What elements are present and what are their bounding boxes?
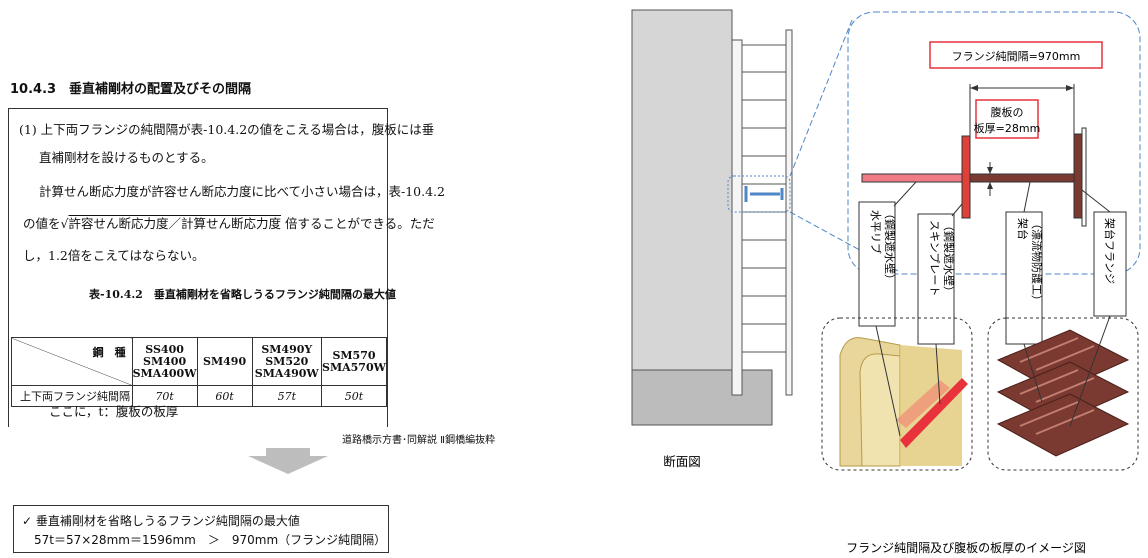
result-line-2: 57t＝57×28mm＝1596mm ＞ 970mm（フランジ純間隔） [34, 533, 387, 547]
inset-orange-rib [896, 380, 950, 428]
flange-spacing-label: フランジ純間隔=970mm [952, 50, 1081, 63]
rib-lines [742, 44, 790, 353]
result-line-1: ✓ 垂直補剛材を省略しうるフランジ純間隔の最大値 [22, 514, 300, 528]
leader-frame-inset [1023, 343, 1043, 403]
inset-frame [987, 317, 1139, 471]
excerpt-note: ここに，t：腹板の板厚 [49, 404, 179, 419]
inset-frame-grid [996, 329, 1130, 457]
excerpt-line-3: 計算せん断応力度が許容せん断応力度に比べて小さい場合は，表‐10.4.2 [39, 184, 445, 199]
inset-plate-face [900, 345, 962, 466]
leader-rib [893, 181, 917, 207]
callout-frame-sub: （漂流物防護工） [1030, 218, 1044, 306]
excerpt-line-1: (1) 上下両フランジの純間隔が表‐10.4.2の値をこえる場合は，腹板には垂 [19, 122, 435, 137]
sqrt-expression: 許容せん断応力度／計算せん断応力度 [68, 216, 281, 231]
table-header-cell: SM490Y SM520 SMA490W [251, 337, 322, 386]
table-corner-label: 鋼 種 [92, 346, 126, 359]
leader-rib-inset [875, 325, 901, 437]
excerpt-line-4: の値を√許容せん断応力度／計算せん断応力度 倍することができる。ただ [23, 216, 435, 231]
table-row-label: 上下両フランジ純間隔 [11, 385, 133, 407]
zoom-line-top [789, 19, 853, 177]
structure-diagram: フランジ純間隔=970mm 腹板の 板厚=28mm 水平リブ （鋼製遮水壁） ス… [631, 9, 1141, 555]
callout-rib-main: 水平リブ [869, 210, 883, 254]
thick-arrowhead-top [987, 167, 993, 174]
leader-frame [1023, 181, 1031, 213]
callout-skin-main: スキンプレート [928, 220, 941, 296]
excerpt-line-4-post: 倍することができる。ただ [281, 216, 435, 231]
table-corner-cell: 鋼 種 [11, 337, 133, 386]
frame-flange [1073, 133, 1083, 219]
down-arrow-shaft [266, 448, 310, 457]
dim-arrow-left [970, 85, 978, 91]
leader-flange-inset [1069, 315, 1111, 427]
inset-frame-slots [1019, 337, 1095, 435]
inset-red-rib [900, 378, 968, 448]
table-value-cell: 50t [320, 385, 388, 407]
result-box: ✓ 垂直補剛材を省略しうるフランジ純間隔の最大値 57t＝57×28mm＝159… [13, 505, 389, 553]
detail-panel [847, 11, 1141, 275]
table-header-cell: SM490 [196, 337, 253, 386]
table-header-cell: SS400 SM400 SMA400W [131, 337, 198, 386]
web-thickness-label-2: 板厚=28mm [974, 121, 1041, 135]
web-thickness-box [975, 99, 1039, 139]
callout-skin-sub: （鋼製遮水壁） [942, 220, 956, 297]
callout-box-flange [1093, 211, 1127, 317]
flange-edge [1081, 127, 1087, 227]
source-citation: 道路橋示方書･同解説 Ⅱ鋼橋編抜粋 [342, 435, 496, 446]
callout-frame-main: 架台 [1016, 218, 1030, 240]
callout-flange-main: 架台フランジ [1103, 218, 1117, 284]
table-value-cell: 60t [196, 385, 253, 407]
table-header-cell: SM570 SMA570W [320, 337, 388, 386]
callout-box-frame [1005, 211, 1043, 345]
table-title: 表‐10.4.2 垂直補剛材を省略しうるフランジ純間隔の最大値 [89, 288, 396, 301]
leader-skin [951, 203, 963, 217]
callout-box-rib [858, 201, 896, 327]
down-arrow-icon [248, 456, 328, 474]
web-thickness-label-1: 腹板の [991, 105, 1024, 119]
section-caption: 断面図 [663, 454, 701, 469]
horizontal-rib [861, 173, 963, 183]
skin-plate-section [731, 39, 743, 396]
dim-arrow-right [1066, 85, 1074, 91]
excerpt-line-4-pre: の値を [23, 216, 61, 231]
wall-base [631, 369, 773, 426]
section-heading: 10.4.3 垂直補剛材の配置及びその間隔 [10, 82, 252, 97]
concrete-wall [631, 9, 733, 381]
leader-flange [1081, 189, 1111, 213]
frame-flange-section [785, 29, 793, 396]
flange-spacing-table: 鋼 種 SS400 SM400 SMA400W SM490 SM490Y SM5… [11, 337, 388, 407]
excerpt-line-2: 直補剛材を設けるものとする。 [39, 150, 214, 165]
frame-web [969, 173, 1075, 183]
leader-skin-inset [935, 343, 941, 405]
skin-plate [961, 135, 971, 219]
figure-caption: フランジ純間隔及び腹板の板厚のイメージ図 [846, 541, 1086, 555]
code-excerpt: (1) 上下両フランジの純間隔が表‐10.4.2の値をこえる場合は，腹板には垂 … [8, 108, 445, 427]
inset-skin-plate [821, 317, 973, 471]
focus-box [727, 175, 791, 213]
excerpt-line-5: し，1.2倍をこえてはならない。 [23, 248, 205, 263]
table-value-cell: 57t [251, 385, 322, 407]
callout-rib-sub: （鋼製遮水壁） [883, 208, 897, 285]
thick-arrowhead-bottom [987, 182, 993, 189]
flange-spacing-box [929, 41, 1103, 69]
